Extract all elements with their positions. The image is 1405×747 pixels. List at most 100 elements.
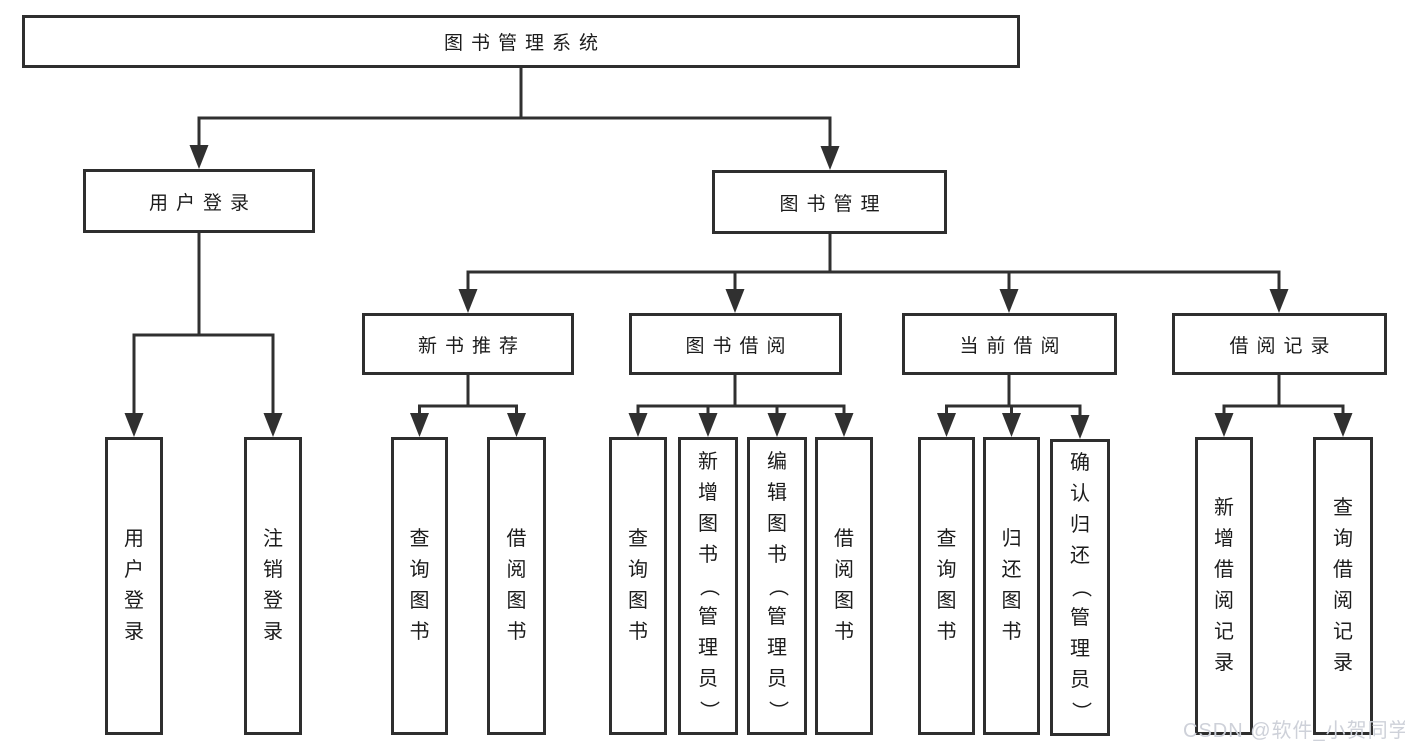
leaf-add-book-admin: 新增图书 （ 管理员 ） [678, 437, 738, 735]
leaf-label-char: 阅 [1333, 590, 1353, 612]
leaf-label-char: 借 [506, 528, 527, 550]
leaf-label-char: 归 [1070, 514, 1090, 536]
leaf-label-char: 图 [628, 590, 648, 612]
node-book-management: 图书管理 [712, 170, 947, 234]
node-new-book-recommendation: 新书推荐 [362, 313, 574, 375]
leaf-label-char: 辑 [767, 481, 787, 504]
leaf-label-char: 新 [698, 450, 718, 473]
leaf-label-char: 管 [698, 605, 718, 628]
leaf-query-books-borrowing: 查询图书 [609, 437, 667, 735]
leaf-label-char: 查 [628, 528, 648, 550]
node-user-login: 用户登录 [83, 169, 315, 233]
leaf-label-char: 户 [124, 559, 144, 581]
leaf-label-char: 管 [767, 605, 787, 628]
leaf-label-char: 图 [506, 590, 527, 612]
leaf-label-char: 还 [1070, 545, 1090, 567]
node-label: 新书推荐 [417, 335, 526, 357]
node-label: 图书管理系统 [443, 33, 606, 54]
leaf-label-char: 图 [767, 512, 787, 535]
node-label: 图书借阅 [685, 335, 794, 357]
node-book-borrowing: 图书借阅 [629, 313, 842, 375]
leaf-query-books-recommend: 查询图书 [391, 437, 448, 735]
leaf-label-char: 书 [767, 543, 787, 566]
leaf-label-char: 归 [1001, 528, 1022, 550]
leaf-label-char: 借 [834, 528, 854, 550]
leaf-label-char: 理 [698, 636, 718, 659]
leaf-label-char: （ [697, 576, 720, 596]
leaf-label-char: 员 [1070, 669, 1090, 691]
leaf-label-char: 查 [1333, 497, 1353, 519]
leaf-label-char: 阅 [506, 559, 527, 581]
leaf-label-char: 登 [124, 590, 144, 612]
leaf-label-char: 员 [698, 667, 718, 690]
leaf-borrow-books-borrowing: 借阅图书 [815, 437, 873, 735]
node-label: 用户登录 [148, 192, 257, 214]
leaf-label-char: 询 [628, 559, 648, 581]
leaf-label-char: 书 [409, 621, 430, 643]
leaf-label-char: 录 [1333, 652, 1353, 674]
leaf-label-char: 新 [1214, 497, 1234, 519]
node-label: 借阅记录 [1229, 335, 1338, 357]
leaf-label-char: 增 [1214, 528, 1234, 550]
node-label: 当前借阅 [959, 335, 1068, 357]
node-label: 图书管理 [779, 193, 888, 215]
leaf-logout: 注销登录 [244, 437, 302, 735]
leaf-label-char: 确 [1070, 452, 1090, 474]
leaf-label-char: 图 [409, 590, 430, 612]
leaf-label-char: 记 [1333, 621, 1353, 643]
leaf-label-char: 用 [124, 528, 144, 550]
leaf-label-char: 书 [834, 621, 854, 643]
leaf-add-borrow-record: 新增借阅记录 [1195, 437, 1253, 735]
leaf-label-char: 借 [1214, 559, 1234, 581]
leaf-label-char: 图 [1001, 590, 1022, 612]
leaf-label-char: 理 [1070, 638, 1090, 660]
leaf-label-char: 录 [263, 621, 283, 643]
leaf-label-char: 阅 [834, 559, 854, 581]
leaf-borrow-books-recommend: 借阅图书 [487, 437, 546, 735]
leaf-label-char: 管 [1070, 607, 1090, 629]
node-current-borrowing: 当前借阅 [902, 313, 1117, 375]
watermark: CSDN @软件_小贺同学 [1183, 720, 1405, 742]
leaf-label-char: 书 [936, 621, 957, 643]
leaf-label-char: 员 [767, 667, 787, 690]
leaf-query-books-current: 查询图书 [918, 437, 975, 735]
leaf-label-char: 图 [936, 590, 957, 612]
leaf-label-char: 认 [1070, 483, 1090, 505]
leaf-label-char: 询 [1333, 528, 1353, 550]
leaf-label-char: 记 [1214, 621, 1234, 643]
leaf-label-char: 销 [263, 559, 283, 581]
leaf-label-char: 书 [506, 621, 527, 643]
leaf-label-char: （ [766, 576, 789, 596]
leaf-label-char: 理 [767, 636, 787, 659]
leaf-label-char: 询 [409, 559, 430, 581]
leaf-edit-book-admin: 编辑图书 （ 管理员 ） [747, 437, 807, 735]
leaf-label-char: 图 [698, 512, 718, 535]
leaf-label-char: 增 [698, 481, 718, 504]
leaf-label-char: 书 [628, 621, 648, 643]
leaf-label-char: 借 [1333, 559, 1353, 581]
leaf-label-char: 查 [409, 528, 430, 550]
leaf-label-char: 询 [936, 559, 957, 581]
leaf-label-char: 注 [263, 528, 283, 550]
leaf-label-char: （ [1069, 577, 1092, 598]
leaf-label-char: ） [697, 700, 720, 720]
leaf-label-char: 录 [124, 621, 144, 643]
leaf-query-borrow-record: 查询借阅记录 [1313, 437, 1373, 735]
leaf-label-char: 还 [1001, 559, 1022, 581]
leaf-label-char: ） [1069, 701, 1092, 722]
leaf-label-char: 阅 [1214, 590, 1234, 612]
leaf-confirm-return-admin: 确认归还 （ 管理员 ） [1050, 439, 1110, 736]
leaf-label-char: 书 [1001, 621, 1022, 643]
leaf-label-char: 登 [263, 590, 283, 612]
leaf-label-char: 编 [767, 450, 787, 473]
leaf-return-book: 归还图书 [983, 437, 1040, 735]
leaf-label-char: 查 [936, 528, 957, 550]
leaf-label-char: 录 [1214, 652, 1234, 674]
node-borrowing-records: 借阅记录 [1172, 313, 1387, 375]
leaf-user-login: 用户登录 [105, 437, 163, 735]
leaf-label-char: 书 [698, 543, 718, 566]
leaf-label-char: ） [766, 700, 789, 720]
node-library-management-system: 图书管理系统 [22, 15, 1020, 68]
